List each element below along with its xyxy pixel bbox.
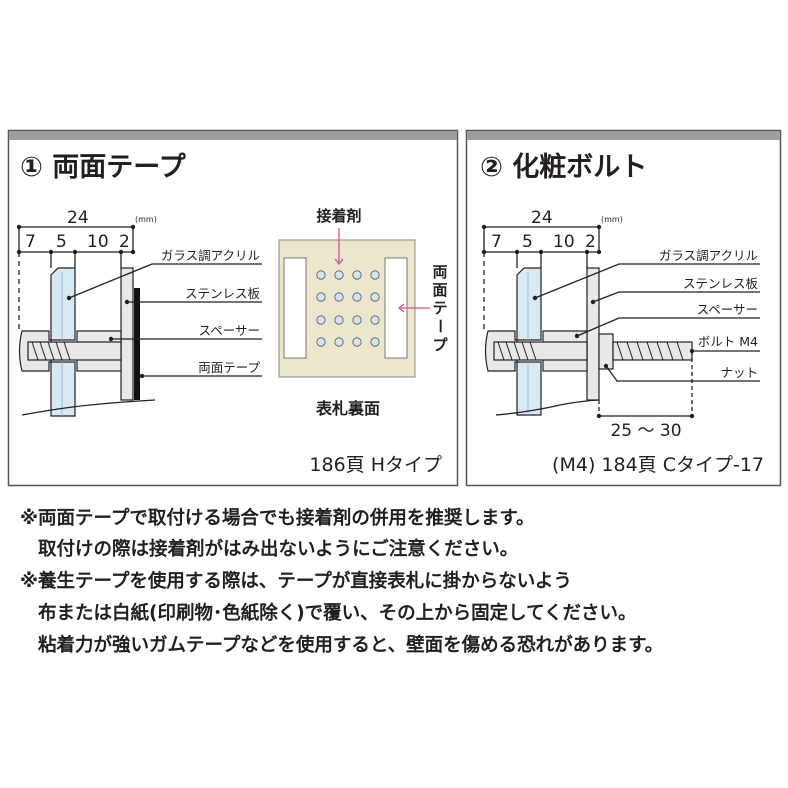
dim-10: 10 (87, 232, 109, 252)
panel-title: ② 化粧ボルト (480, 152, 647, 183)
dim-7: 7 (25, 232, 36, 252)
label-spacer: スペーサー (199, 323, 260, 338)
tape-vertical-label: 両 面 テ ー プ (431, 263, 449, 354)
unit-label: (mm) (601, 215, 623, 224)
nameplate-back (278, 228, 430, 378)
adhesive-label: 接着剤 (316, 207, 361, 225)
note-line: 取付けの際は接着剤がはみ出ないようにご注意ください。 (38, 538, 518, 560)
label-bolt: ボルト M4 (698, 334, 758, 349)
leader-lines (66, 263, 262, 379)
catalog-reference: (M4) 184頁 Cタイプ-17 (552, 454, 764, 476)
label-spacer: スペーサー (697, 302, 758, 317)
dim-2: 2 (119, 232, 130, 252)
label-acrylic: ガラス調アクリル (161, 248, 260, 263)
nut (598, 333, 614, 370)
svg-text:テ: テ (432, 299, 447, 317)
label-acrylic: ガラス調アクリル (659, 248, 758, 263)
panel-double-sided-tape: ① 両面テープ 24 (mm) 7 5 10 2 (7, 129, 459, 487)
dim-5: 5 (56, 232, 67, 252)
label-nut: ナット (720, 365, 758, 380)
bolt-length: 25 ～ 30 (610, 421, 681, 441)
cross-section (18, 267, 156, 417)
svg-text:面: 面 (432, 281, 447, 299)
label-tape: 両面テープ (198, 360, 260, 375)
note-line: 粘着力が強いガムテープなどを使用すると、壁面を傷める恐れがあります。 (38, 634, 663, 656)
label-stainless: ステンレス板 (185, 286, 261, 301)
note-line: ※養生テープを使用する際は、テープが直接表札に掛からないよう (20, 570, 572, 592)
arrow-icon (334, 228, 430, 313)
svg-text:プ: プ (432, 336, 448, 354)
panel-header-band (467, 131, 780, 140)
dim-7: 7 (491, 232, 502, 252)
panel-title: ① 両面テープ (20, 152, 187, 183)
tape-strip-left (283, 257, 307, 359)
unit-label: (mm) (135, 215, 157, 224)
back-caption: 表札裏面 (315, 399, 380, 418)
notes: ※両面テープで取付ける場合でも接着剤の併用を推奨します。 取付けの際は接着剤がは… (20, 507, 663, 656)
dim-2: 2 (585, 232, 596, 252)
dim-total: 24 (531, 208, 553, 228)
panel-decorative-bolt: ② 化粧ボルト 24 (mm) 7 5 10 2 (465, 129, 782, 487)
dim-total: 24 (67, 208, 89, 228)
cross-section (484, 267, 695, 419)
svg-text:ー: ー (431, 318, 449, 333)
leader-lines (532, 263, 760, 382)
label-stainless: ステンレス板 (683, 276, 759, 291)
dim-10: 10 (553, 232, 575, 252)
adhesive-dots (316, 270, 380, 347)
catalog-reference: 186頁 Hタイプ (309, 454, 442, 476)
panel-header-band (9, 131, 457, 140)
note-line: ※両面テープで取付ける場合でも接着剤の併用を推奨します。 (20, 507, 535, 529)
dim-5: 5 (522, 232, 533, 252)
dimension-lines (481, 224, 602, 330)
note-line: 布または白紙(印刷物･色紙除く)で覆い、その上から固定してください。 (38, 602, 637, 624)
dimension-lines (16, 224, 136, 330)
svg-text:両: 両 (432, 263, 447, 281)
